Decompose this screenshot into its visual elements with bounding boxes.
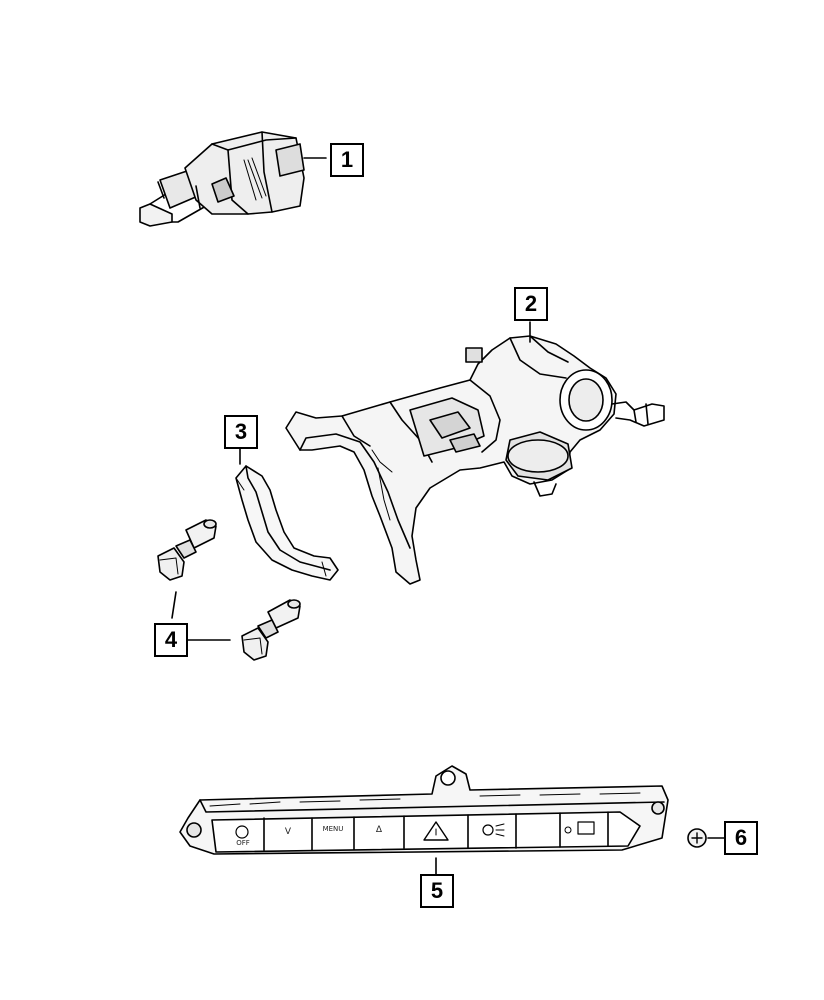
callout-5: 5 [420, 874, 454, 908]
steering-column-housing-icon [285, 321, 665, 585]
screw-icon [687, 828, 725, 848]
pushpin-icon [157, 519, 217, 619]
callout-2: 2 [514, 287, 548, 321]
button-label-up: Δ [375, 825, 383, 835]
callout-3: 3 [224, 415, 258, 449]
callout-6: 6 [724, 821, 758, 855]
switch-panel-icon [179, 765, 669, 875]
callout-4: 4 [154, 623, 188, 657]
button-label-menu: MENU [322, 825, 344, 833]
button-label-down: V [284, 827, 292, 837]
clip-icon [235, 445, 339, 581]
pushpin-icon [187, 599, 301, 661]
callout-1: 1 [330, 143, 364, 177]
brake-lamp-switch-icon [139, 131, 327, 227]
button-label-off: OFF [236, 839, 250, 847]
